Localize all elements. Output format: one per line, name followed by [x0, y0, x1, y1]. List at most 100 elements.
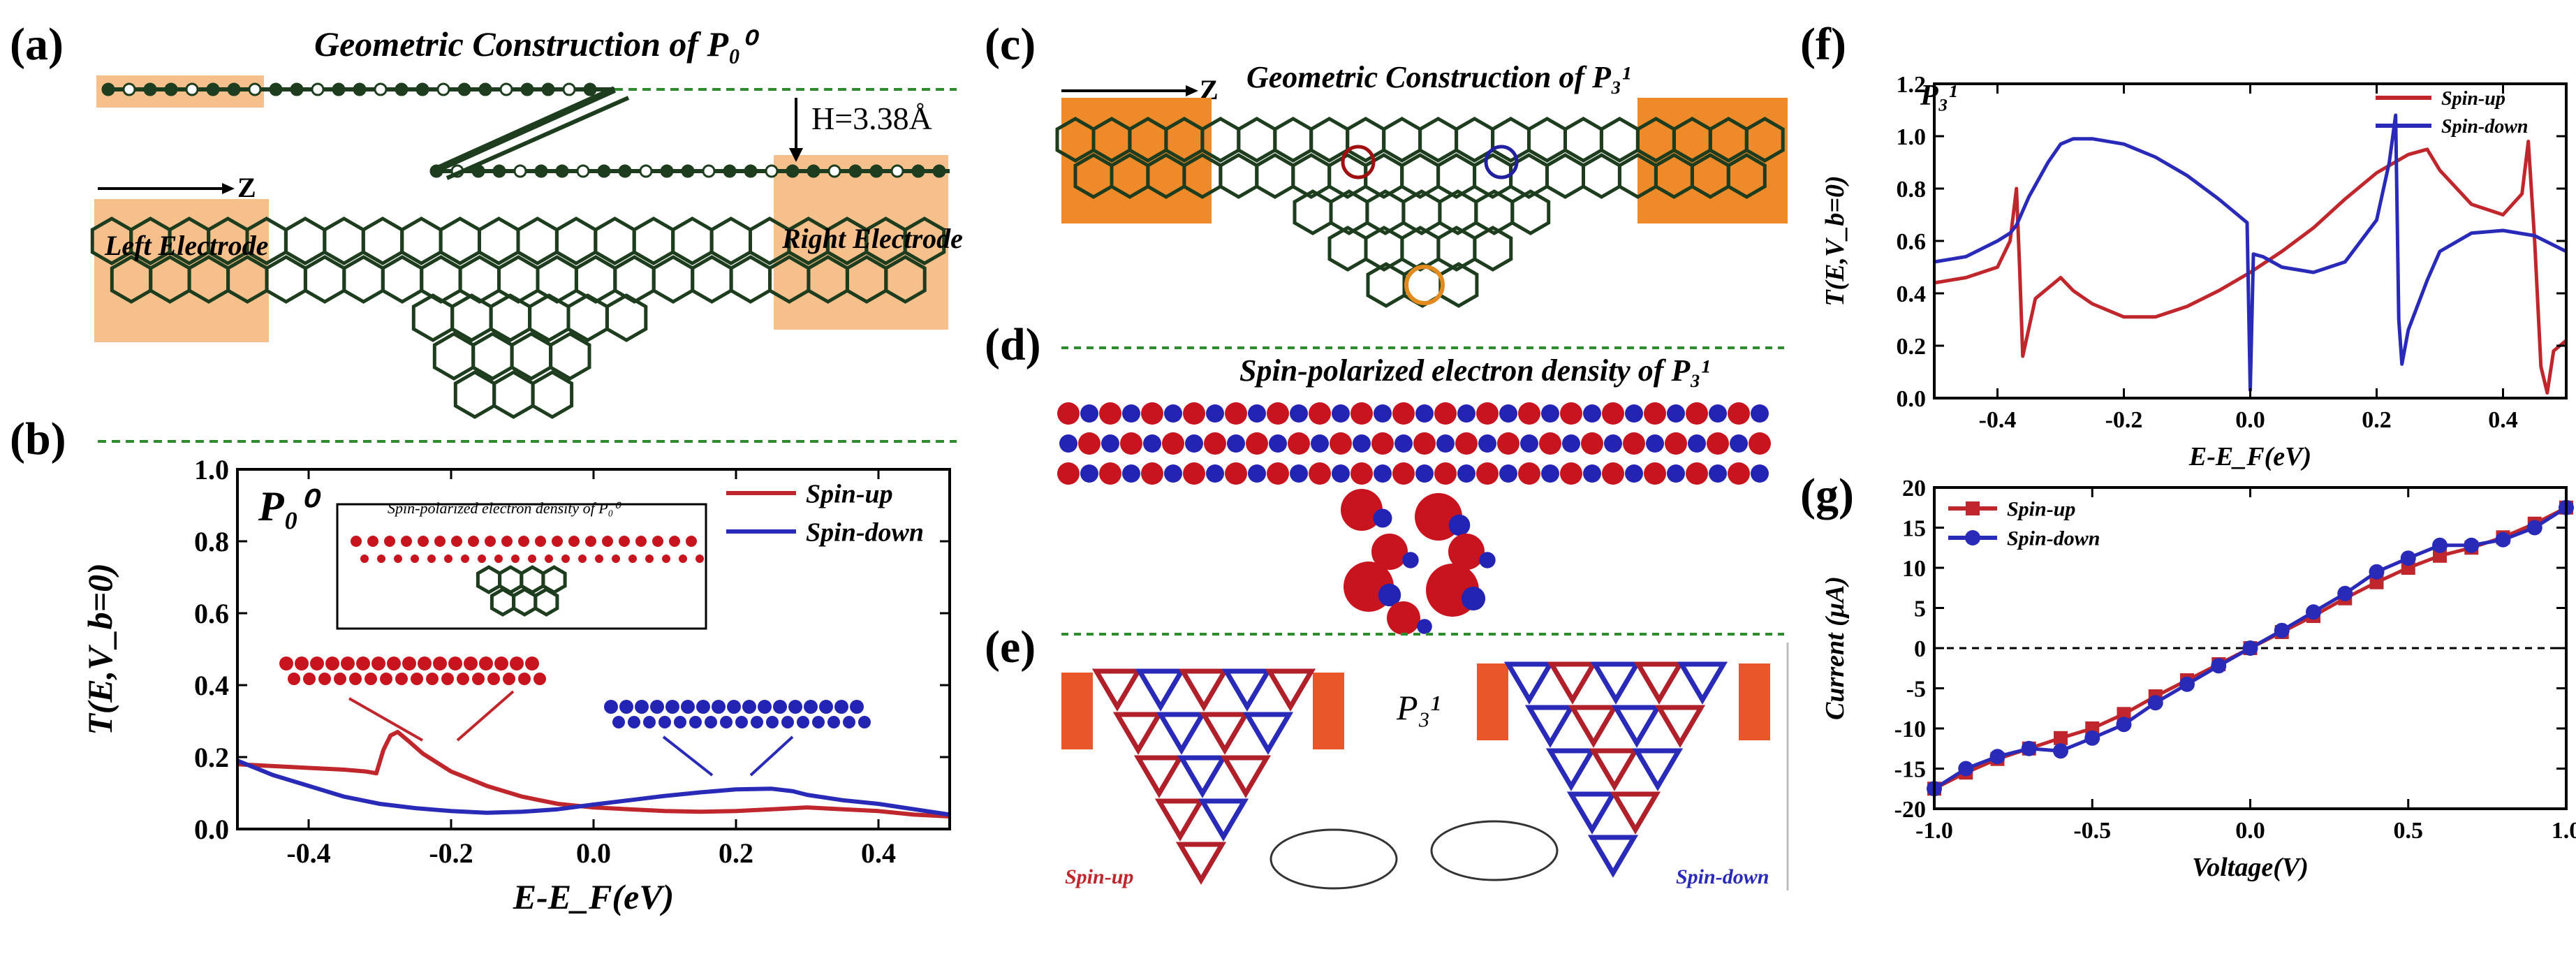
chain-atom — [269, 82, 283, 96]
arrow-up-right — [456, 690, 515, 742]
density-blob-down — [1541, 404, 1559, 423]
density-blob-down — [735, 716, 748, 728]
x-tick-label: 0.2 — [719, 837, 753, 869]
pathway-tri-up — [1177, 755, 1228, 798]
pathway-tri-down — [1503, 661, 1555, 705]
density-blob-down — [1332, 464, 1350, 483]
data-point-spin-down — [2274, 622, 2290, 638]
zoom-ellipse-right — [1430, 820, 1559, 881]
panel-d-title: Spin-polarized electron density of P₃¹ — [1239, 353, 1710, 388]
ribbon-a-hex — [549, 332, 591, 381]
chain-atom — [702, 164, 716, 178]
data-point-spin-down — [2147, 695, 2163, 711]
pathway-tri-down — [1610, 791, 1661, 835]
density-blob-up — [1602, 462, 1624, 485]
density-ribbon-down — [604, 700, 871, 728]
chart-g-letter: (g) — [1800, 469, 1854, 520]
data-point-spin-down — [2432, 537, 2448, 553]
density-blob-down — [1394, 434, 1413, 453]
density-blob-up — [1707, 432, 1729, 455]
density-blob-down — [1667, 404, 1685, 423]
density-blob-up — [1341, 489, 1383, 531]
density-blob-up — [1330, 432, 1352, 455]
ribbon-c-hex — [1473, 226, 1513, 272]
chain-atom — [744, 164, 758, 178]
density-blob-down — [1625, 404, 1643, 423]
density-blob-down — [742, 700, 756, 714]
series-line-spin-up — [1934, 140, 2568, 395]
e-left-electrode-1 — [1061, 673, 1093, 749]
data-point-spin-down — [2400, 550, 2416, 566]
density-blob-down — [1080, 464, 1098, 483]
ribbon-a-hex — [342, 255, 385, 304]
z-connector-1 — [431, 86, 617, 175]
density-blob-down — [781, 716, 794, 728]
density-blob-down — [1248, 404, 1266, 423]
density-blob-up — [279, 657, 293, 670]
pathway-tri-up — [1221, 668, 1273, 712]
panel-d: (d) Spin-polarized electron density of P… — [985, 319, 1784, 636]
density-blob-up — [1686, 462, 1708, 485]
series-line-spin-down — [236, 758, 950, 817]
ribbon-a-hex — [492, 370, 535, 419]
chain-atom — [639, 164, 653, 178]
pathway-tri-down — [1632, 748, 1684, 791]
data-point-spin-down — [1989, 749, 2005, 765]
ribbon-a — [90, 217, 946, 419]
chain-atom — [576, 164, 590, 178]
inset-blob-up — [518, 536, 529, 547]
chain-atom — [101, 82, 115, 96]
inset-blob-up — [401, 536, 412, 547]
density-blob-down — [619, 700, 633, 714]
ribbon-a-hex — [516, 217, 559, 265]
chain-atom — [597, 164, 611, 178]
chain-atom — [681, 164, 695, 178]
density-blob-down — [1709, 404, 1727, 423]
panel-e-letter: (e) — [985, 622, 1036, 673]
chain-atom — [492, 164, 506, 178]
density-blob-up — [1057, 402, 1080, 425]
x-tick-label: -0.2 — [2105, 407, 2143, 433]
chain-atom — [478, 82, 492, 96]
x-tick-label: 1.0 — [2552, 818, 2576, 844]
pathway-tri-down — [1677, 661, 1728, 705]
x-tick-label: 0.2 — [2362, 407, 2392, 433]
chain-atom — [660, 164, 674, 178]
inset-blob-up — [494, 555, 503, 563]
data-point-spin-down — [2369, 564, 2385, 580]
y-tick-label: 0 — [1914, 636, 1926, 662]
density-blob-down — [1402, 552, 1419, 569]
density-blob-up — [1602, 402, 1624, 425]
density-blob-down — [1101, 434, 1119, 453]
y-axis-label: Current (μA) — [1820, 576, 1850, 720]
ribbon-a-hex — [497, 255, 540, 304]
density-blob-down — [650, 700, 664, 714]
density-blob-up — [1162, 432, 1184, 455]
density-blob-up — [1099, 402, 1121, 425]
density-blob-up — [395, 673, 408, 685]
x-tick-label: 0.4 — [2488, 407, 2518, 433]
density-blob-down — [665, 700, 679, 714]
y-tick-label: 0.4 — [194, 670, 229, 701]
density-blob-down — [1080, 404, 1098, 423]
ribbon-a-hex — [594, 217, 636, 265]
density-blob-up — [1141, 402, 1163, 425]
density-blob-up — [426, 673, 439, 685]
y-tick-label: 15 — [1902, 515, 1926, 541]
e-right-electrode-1 — [1313, 673, 1344, 749]
y-tick-label: -20 — [1894, 797, 1926, 823]
ribbon-a-hex — [489, 293, 532, 342]
inset-blob-up — [360, 555, 369, 563]
x-tick-label: 0.0 — [2235, 818, 2265, 844]
legend-label: Spin-up — [2441, 88, 2505, 110]
inset-blob-up — [351, 536, 362, 547]
arrow-up-left — [348, 697, 423, 742]
ribbon-a-hex — [613, 255, 656, 304]
density-blob-down — [1332, 404, 1350, 423]
density-blob-up — [1413, 432, 1436, 455]
inset-blob-up — [434, 536, 446, 547]
chain-atom — [185, 82, 199, 96]
data-point-spin-up — [2117, 707, 2131, 721]
density-blob-down — [1541, 464, 1559, 483]
density-blob-up — [1686, 402, 1708, 425]
